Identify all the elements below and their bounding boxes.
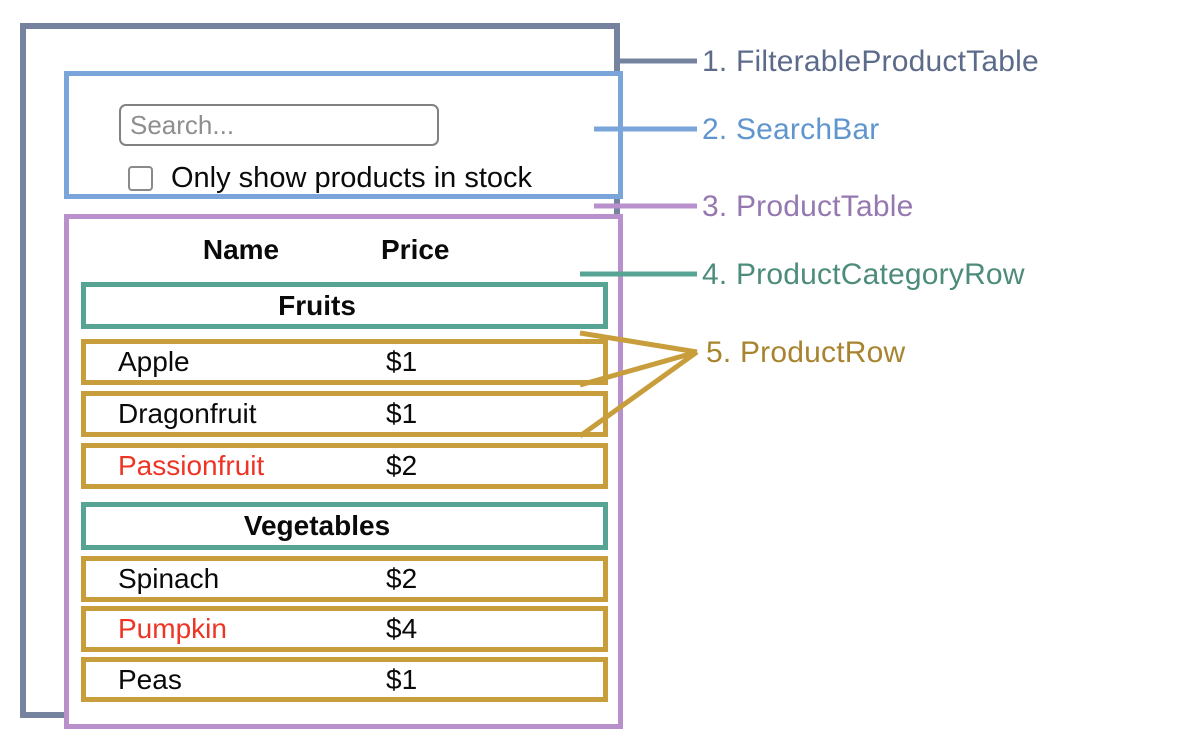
product-price: $2 (386, 563, 418, 594)
product-price: $1 (386, 346, 418, 377)
legend-product-category-row: 4. ProductCategoryRow (702, 258, 1025, 291)
legend-product-table: 3. ProductTable (702, 190, 914, 223)
column-header-price: Price (381, 234, 450, 265)
product-row-pumpkin: Pumpkin $4 (81, 606, 608, 652)
product-price: $1 (386, 664, 418, 695)
filterable-product-table-box: Only show products in stock Name Price F… (20, 23, 623, 729)
legend-product-row: 5. ProductRow (706, 336, 906, 369)
product-name: Peas (118, 664, 182, 695)
product-name: Spinach (118, 563, 220, 594)
product-row-apple: Apple $1 (81, 339, 608, 385)
product-name: Pumpkin (118, 613, 227, 644)
product-price: $4 (386, 613, 418, 644)
in-stock-checkbox-row: Only show products in stock (128, 164, 532, 193)
product-price: $1 (386, 398, 418, 429)
product-name: Dragonfruit (118, 398, 257, 429)
legend-search-bar: 2. SearchBar (702, 113, 880, 146)
product-price: $2 (386, 450, 418, 481)
product-row-passionfruit: Passionfruit $2 (81, 443, 608, 489)
search-input[interactable] (119, 104, 439, 146)
category-label: Fruits (278, 290, 356, 321)
product-row-spinach: Spinach $2 (81, 556, 608, 602)
search-bar-box: Only show products in stock (64, 71, 623, 199)
in-stock-checkbox[interactable] (128, 166, 153, 191)
legend-filterable-product-table: 1. FilterableProductTable (702, 45, 1039, 78)
product-name: Apple (118, 346, 190, 377)
in-stock-checkbox-label: Only show products in stock (171, 162, 533, 194)
category-label: Vegetables (243, 510, 391, 541)
table-header-row: Name Price (81, 230, 608, 270)
product-table-box: Name Price Fruits Apple $1 Dragonfruit $… (64, 214, 623, 729)
product-row-peas: Peas $1 (81, 657, 608, 702)
product-row-dragonfruit: Dragonfruit $1 (81, 391, 608, 437)
category-row-fruits: Fruits (81, 282, 608, 329)
category-row-vegetables: Vegetables (81, 502, 608, 550)
column-header-name: Name (202, 234, 280, 265)
product-name: Passionfruit (118, 450, 265, 481)
